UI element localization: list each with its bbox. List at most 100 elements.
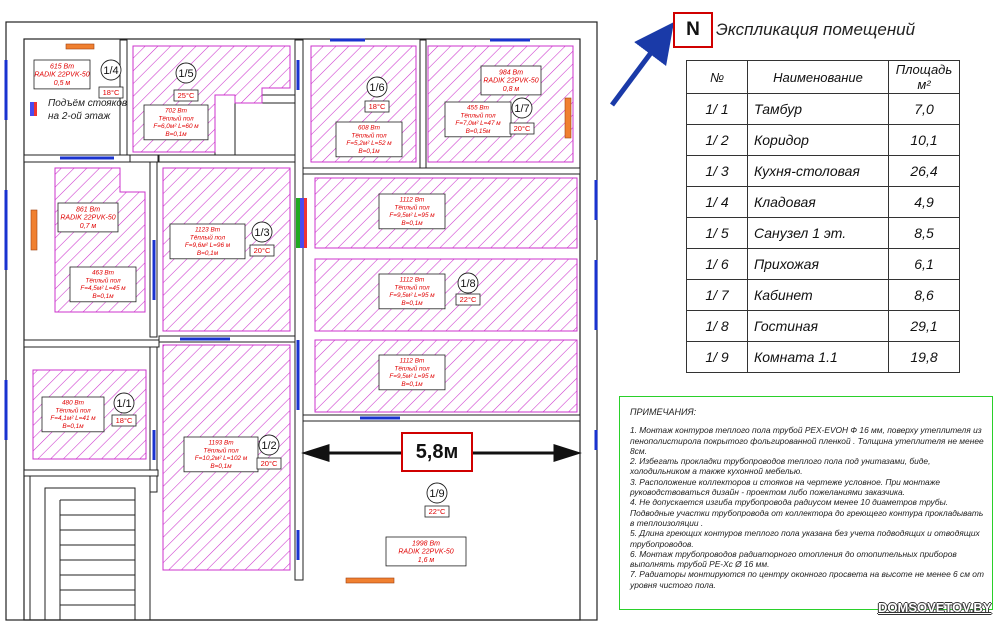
col-area: Площадь м² [888,60,960,94]
zone-1-8a [314,177,578,249]
floor-loop-label-line: Тёплый пол [394,203,430,211]
floor-loop-label-line: F=9,5м² L=95 м [389,292,435,299]
room-area: 26,4 [888,155,960,187]
floor-loop-label-line: 1112 Вт [400,358,425,365]
room-tag-circle [258,434,280,456]
room-area: 7,0 [888,93,960,125]
radiator-bar-4 [345,577,395,584]
room-number: 1/ 7 [686,279,748,311]
room-number: 1/ 5 [686,217,748,249]
room-area: 6,1 [888,248,960,280]
floor-loop-label-line: 608 Вт [358,125,381,132]
riser-marks [30,102,307,248]
north-arrow [609,21,674,107]
room-area: 19,8 [888,341,960,373]
radiator-bars [30,43,572,584]
floor-loop-label-line: 455 Вт [467,105,490,112]
room-tag-temp: 18°C [369,102,386,111]
legend-title: Экспликация помещений [716,20,916,39]
floor-loop-label-line: B=0,1м [197,250,219,257]
floor-loop-label-line: B=0,15м [466,128,491,135]
room-tag-id: 1/3 [254,227,269,239]
compass-north-label: N [673,12,713,48]
notes-panel: ПРИМЕЧАНИЯ: 1. Монтаж контуров теплого п… [619,396,993,610]
watermark: DOMSOVETOV.BY [878,600,992,615]
room-name: Комната 1.1 [747,341,889,373]
room-area: 8,6 [888,279,960,311]
floor-loop-label-line: B=0,1м [401,300,423,307]
room-tag-id: 1/2 [261,440,276,452]
radiator-label-line: RADIK 22PVK-50 [60,215,115,222]
floor-loop-label-line: B=0,1м [401,381,423,388]
floor-loop-label-line: F=9,5м² L=95 м [389,373,435,380]
room-tag: 1/720°C [509,97,535,135]
room-tag-circle [511,97,533,119]
radiator-bar-2 [564,97,572,139]
radiator-bar-1 [65,43,95,50]
room-tag-temp: 18°C [116,416,133,425]
col-name: Наименование [747,60,889,94]
floor-loop-label-line: Тёплый пол [55,406,91,414]
floor-loop-label-line: 1123 Вт [195,227,221,234]
floor-loop-label-line: Тёплый пол [190,233,226,241]
room-tag: 1/922°C [424,482,450,518]
room-tag-temp: 18°C [103,88,120,97]
room-tag-circle [366,76,388,98]
room-name: Коридор [747,124,889,156]
room-tag-circle [426,482,448,504]
floor-loop-label-line: 463 Вт [92,270,115,277]
floor-loop-label-line: F=4,1м² L=41 м [50,415,96,422]
note-item: 3. Расположение коллекторов и стояков на… [630,476,941,498]
room-tag-temp: 22°C [460,295,477,304]
room-number: 1/ 4 [686,186,748,218]
radiator-label-line: 0,7 м [80,223,97,230]
floor-loop-label-line: 1112 Вт [400,277,425,284]
floor-loop-label-line: Тёплый пол [394,364,430,372]
room-area: 8,5 [888,217,960,249]
room-number: 1/ 3 [686,155,748,187]
room-tag: 1/320°C [249,221,275,257]
room-number: 1/ 9 [686,341,748,373]
floor-loop-label-line: 1112 Вт [400,197,425,204]
floor-loop-label-line: F=5,2м² L=52 м [346,140,392,147]
col-number: № [686,60,748,94]
room-tag-circle [100,59,122,81]
floor-loop-label-line: 1193 Вт [208,440,234,447]
note-item: 7. Радиаторы монтируются по центру оконн… [630,569,984,590]
room-tag-temp: 25°C [178,91,195,100]
radiator-label-line: 984 Вт [499,69,523,76]
floor-loop-label-line: Тёплый пол [351,131,387,139]
floor-loop-label-line: B=0,1м [62,423,84,430]
floor-loop-label-line: Тёплый пол [203,446,239,454]
room-tag: 1/6 18°C [364,76,390,113]
room-number: 1/ 1 [686,93,748,125]
floor-loop-label-line: B=0,1м [210,463,232,470]
radiator-label-line: 0,5 м [54,80,71,87]
zone-1-9a [314,339,578,413]
radiator-label-line: 1998 Вт [412,540,440,547]
room-name: Гостиная [747,310,889,342]
room-name: Кладовая [747,186,889,218]
room-number: 1/ 8 [686,310,748,342]
room-tag-id: 1/5 [178,68,193,80]
radiator-label-line: RADIK 22PVK-50 [398,549,453,556]
room-tag-id: 1/6 [369,82,384,94]
floor-loop-label-line: F=4,5м² L=45 м [80,285,126,292]
zone-1-8b [314,258,578,332]
note-item: 1. Монтаж контуров теплого пола трубой P… [630,425,984,456]
